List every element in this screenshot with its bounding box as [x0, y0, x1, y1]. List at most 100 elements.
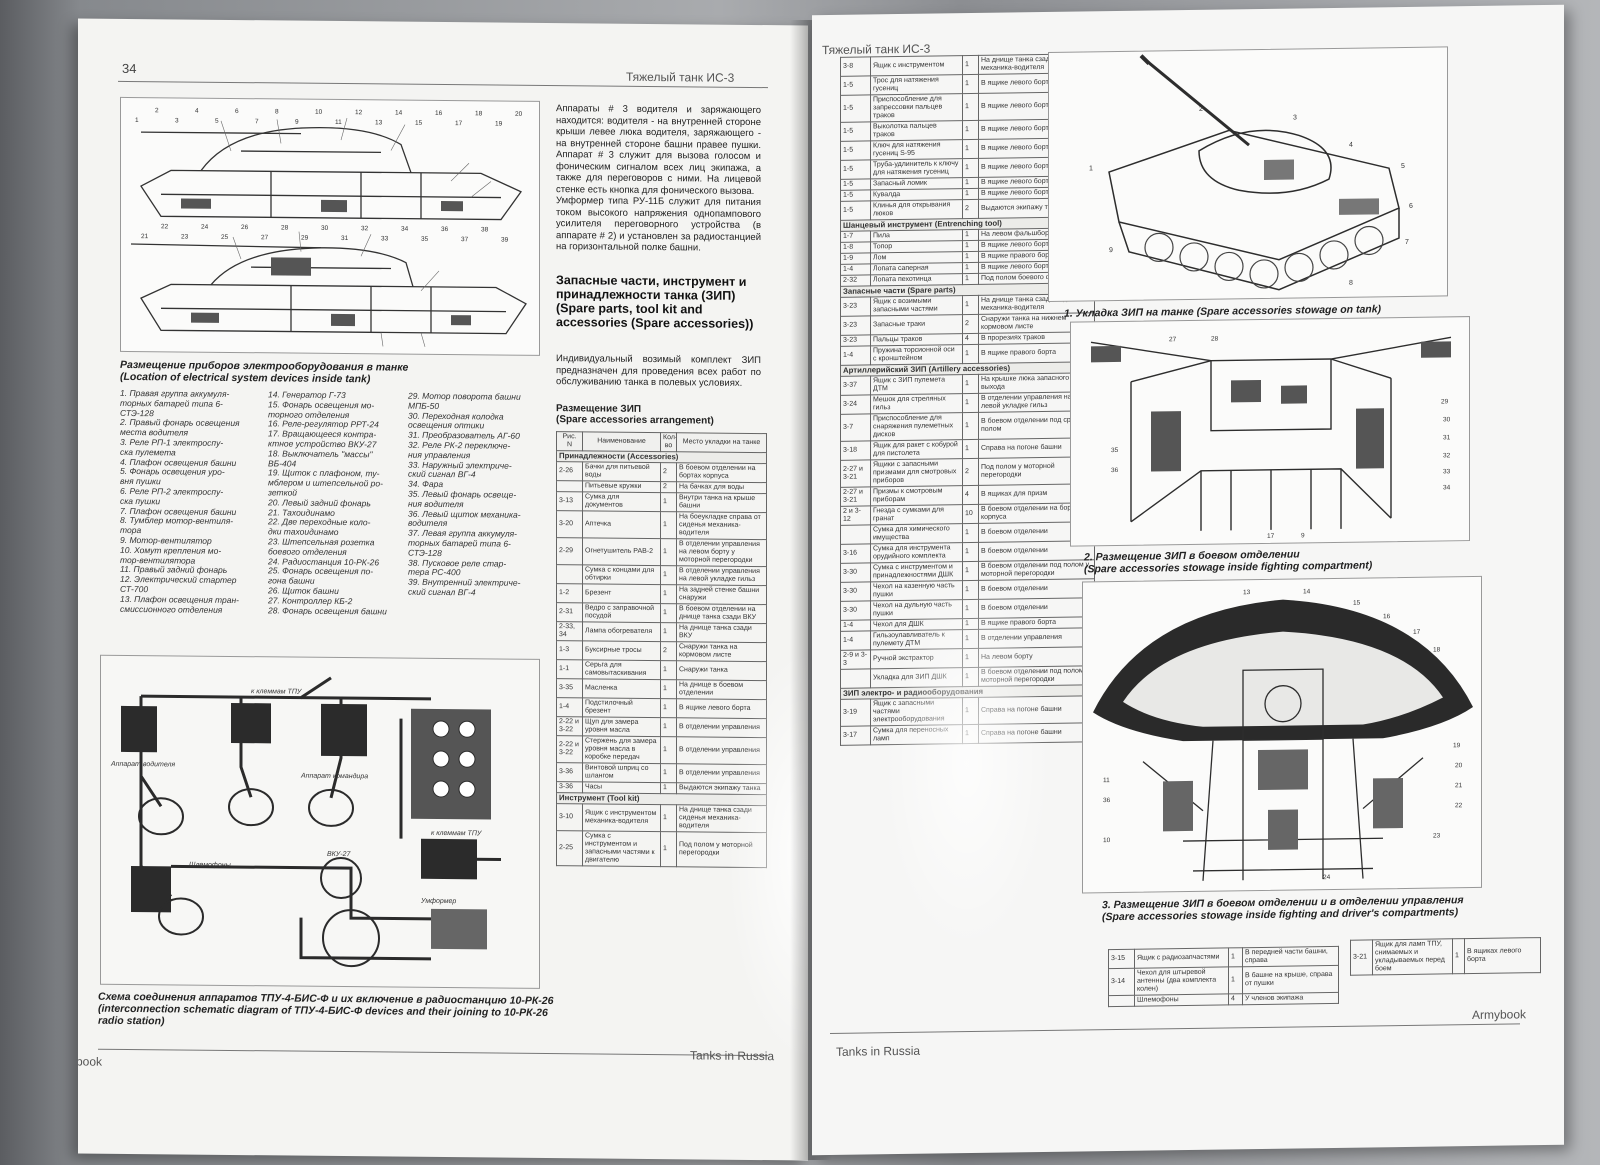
figure-callout: 35 [421, 236, 429, 243]
figure-callout: 29 [301, 235, 309, 242]
table-cell: 3-18 [840, 440, 871, 461]
table-cell: Чехол на дульную часть пушки [870, 599, 963, 620]
table-cell: Пружина торсионной оси с кронштейном [870, 344, 963, 365]
table-cell: 1 [1228, 947, 1243, 967]
table-cell: Гильзоулавливатель к пулемету ДТМ [870, 629, 963, 650]
table-cell: 3-17 [840, 725, 871, 746]
table-cell: 1-4 [840, 619, 871, 632]
figure-callout: 7 [1405, 239, 1409, 246]
body-paragraph-umformer: Умформер типа РУ-11Б служит для питания … [556, 195, 761, 254]
figure-callout: 17 [1267, 533, 1275, 540]
figure-callout: 13 [1243, 589, 1251, 596]
table-cell: В отделении управления [676, 736, 767, 765]
table-cell: Ручной экстрактор [870, 648, 963, 669]
table-cell: 1 [962, 262, 979, 274]
table-cell: Снаружи танка на кормовом листе [676, 641, 767, 662]
running-head-left: Тяжелый танк ИС-3 [626, 69, 735, 85]
table-cell: Сумка с инструментом и принадлежностями … [870, 561, 963, 582]
tpu-schematic-figure: Аппарат водителя к клеммам ТПУ Аппарат к… [100, 654, 540, 989]
table-cell: 1-1 [556, 659, 583, 679]
figure-callout: 9 [295, 119, 299, 126]
tank-electrical-diagram: 1234567891011121314151617181920212223242… [130, 107, 527, 347]
table-cell: 2-22 и 3-22 [556, 735, 583, 763]
table-cell: Мешок для стреляных гильз [870, 393, 963, 414]
figure-callout: 24 [201, 224, 209, 231]
table-cell: Ящик для ламп ТПУ, снимаемых и укладывае… [1372, 938, 1453, 975]
legend-column-1: 1. Правая группа аккумуля- торных батаре… [120, 387, 240, 615]
figure-callout: 9 [1301, 532, 1305, 539]
table-cell: 1 [962, 251, 979, 263]
turret-interior-drawing: 13 14 15 16 17 18 19 20 21 22 23 24 10 1… [1093, 588, 1473, 881]
table-cell: 3-23 [840, 315, 871, 336]
table-cell: 1-5 [840, 189, 871, 202]
table-cell: 1-5 [840, 94, 871, 123]
table-cell: 3-10 [556, 803, 583, 831]
table-cell: 1-8 [840, 241, 871, 254]
figure-callout: 21 [141, 233, 149, 240]
figure-callout: 5 [1401, 163, 1405, 170]
table-cell: 1 [962, 177, 979, 189]
table-cell: 1 [962, 561, 979, 581]
figure-callout: 19 [495, 120, 503, 127]
table-cell: Стержень для замера уровня масла в короб… [582, 735, 661, 764]
table-cell: 1 [962, 724, 979, 744]
table-cell: 1 [962, 273, 979, 285]
fighting-compartment-caption: 2. Размещение ЗИП в боевом отделении (Sp… [1084, 548, 1373, 576]
table-cell: Винтовой шприц со шлангом [582, 762, 661, 783]
figure-callout: 13 [375, 119, 383, 126]
table-cell [1108, 995, 1135, 1007]
table-header-cell: Место укладки на танке [676, 432, 767, 453]
page-number-left: 34 [122, 60, 137, 77]
table-cell: 3-24 [840, 394, 871, 415]
figure-callout: 34 [401, 226, 409, 233]
table-cell: 1-4 [840, 263, 871, 276]
table-cell: Внутри танка на крыше башни [676, 492, 767, 513]
table-cell: 3-15 [1108, 949, 1135, 969]
figure-callout: 10 [315, 109, 323, 116]
table-cell: 3-16 [840, 543, 871, 564]
table-cell: В передней части башни, справа [1242, 946, 1339, 967]
table-cell: 2 [660, 481, 677, 493]
tank-exterior-figure: 1 2 3 4 5 6 7 8 9 [1048, 46, 1448, 302]
table-cell: Бачки для питьевой воды [582, 461, 661, 482]
table-cell: 1-4 [840, 345, 871, 366]
figure-callout: 5 [215, 118, 219, 125]
table-cell: 1 [660, 782, 677, 794]
table-cell: 1 [962, 158, 979, 178]
table-cell: 1 [962, 229, 979, 241]
figure-callout: 34 [1443, 484, 1451, 491]
table-cell: 1 [962, 139, 979, 159]
table-cell: Ящик для ракет с кобурой для пистолета [870, 439, 963, 460]
table-cell: Выдаются экипажу танка [676, 782, 767, 795]
body-paragraph-zip-intro: Индивидуальный возимый комплект ЗИП пред… [556, 353, 761, 389]
table-cell: В боевом отделении под полом у моторной … [978, 559, 1095, 581]
figure-callout: 3 [1293, 114, 1297, 121]
table-cell: Гнезда с сумками для гранат [870, 504, 963, 525]
figure-callout: 15 [1353, 600, 1361, 607]
table-cell: В отделении управления на левом борту у … [676, 538, 767, 567]
figure-callout: 23 [181, 233, 189, 240]
figure-callout: 17 [455, 120, 463, 127]
table-cell: 1 [660, 538, 677, 566]
table-cell: Справа на погоне башни [978, 722, 1095, 744]
figure-callout: 2 [1199, 106, 1203, 113]
figure-callout: 8 [1349, 280, 1353, 287]
figure-callout: 2 [155, 107, 159, 114]
fighting-compartment-figure: 27 28 29 30 31 32 33 34 35 36 17 9 [1070, 316, 1470, 547]
table-cell: Клинья для открывания люков [870, 199, 963, 220]
table-cell: 2 [962, 314, 979, 334]
table-cell: Чехол для штыревой антенны (два комплект… [1134, 966, 1229, 996]
